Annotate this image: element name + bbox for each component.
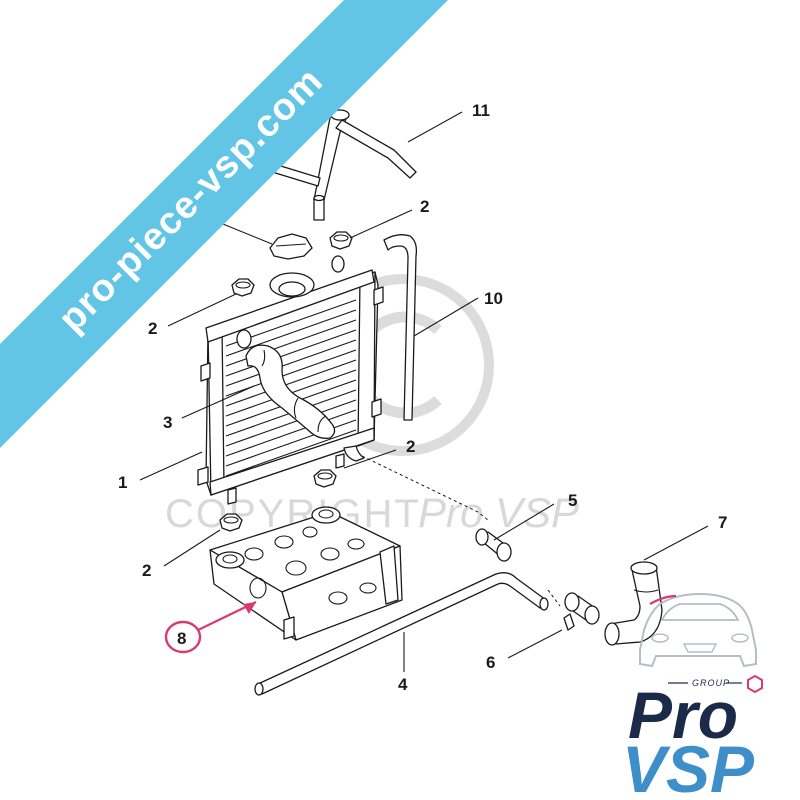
callout-elbow-hose: 7: [718, 513, 727, 532]
callout-cap-left: 2: [148, 319, 157, 338]
logo-car-headlight-right: [731, 633, 749, 643]
logo-group-label: GROUP: [692, 678, 730, 688]
nozzle: [563, 592, 600, 631]
callout-upper-hose: 3: [163, 413, 172, 432]
callout-support-rod: 11: [472, 101, 490, 120]
callout-cap-top-right: 2: [420, 197, 429, 216]
logo-hexagon: [747, 674, 763, 694]
filler-cap: [269, 233, 313, 260]
logo-car-windshield: [660, 603, 740, 621]
small-cap-bottom-right: [313, 469, 337, 488]
callout-labels: 11 9 2 2 10 3 2 1 5 7 2 6 4 8: [118, 101, 727, 694]
small-cap-top-right: [329, 231, 353, 250]
logo-vsp-text: VSP: [622, 732, 755, 800]
connection-dashed-line: [361, 455, 561, 607]
callout-bracket: 8: [177, 629, 186, 648]
logo-car-roof-accent: [649, 594, 677, 605]
logo-car-outline: [639, 592, 757, 668]
logo-car-grille: [682, 643, 718, 653]
upper-hose: [245, 344, 336, 439]
logo-car-headlight-left: [651, 633, 669, 643]
callout-cap-bottom-right: 2: [406, 437, 415, 456]
logo-pro-text: Pro: [628, 678, 738, 752]
radiator-bracket: [209, 506, 403, 641]
callout-hose-sleeve: 5: [568, 491, 577, 510]
elbow-hose: [604, 561, 663, 646]
overflow-pipe: [383, 234, 418, 421]
watermark-brand-text: Pro VSP: [418, 489, 579, 536]
hose-sleeve: [475, 528, 512, 562]
callout-nozzle: 6: [486, 653, 495, 672]
small-cap-bottom-left: [219, 513, 243, 532]
small-cap-left: [231, 278, 255, 297]
callout-overflow-pipe: 10: [484, 289, 503, 308]
leader-lines: [139, 111, 709, 672]
callout-lower-pipe: 4: [398, 675, 408, 694]
callout-cap-bottom-left: 2: [142, 561, 151, 580]
callout-radiator: 1: [118, 473, 127, 492]
pro-vsp-logo: GROUP Pro VSP: [622, 592, 763, 800]
lower-pipe: [254, 572, 549, 696]
radiator: [197, 255, 384, 505]
highlight-circle: [164, 620, 202, 654]
banner-stripe: [0, 0, 448, 448]
